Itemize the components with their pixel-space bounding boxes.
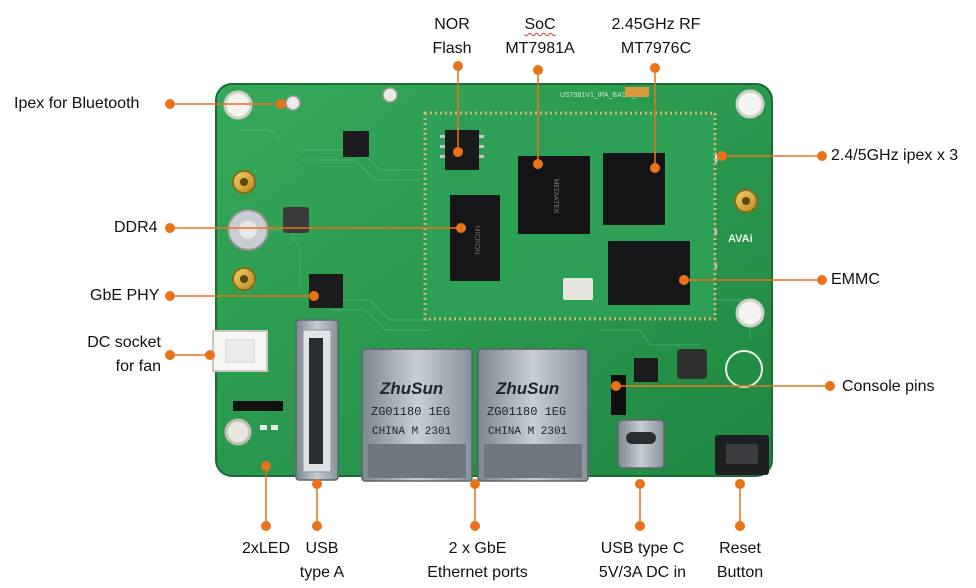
dot-wifi-end [817, 151, 827, 161]
dot-nor [453, 61, 463, 71]
label-ethernet: 2 x GbE Ethernet ports [410, 537, 545, 585]
dot-reset-end [735, 521, 745, 531]
orange-pads [625, 87, 649, 97]
nor-flash-pins [440, 135, 484, 158]
label-eth-line2: Ethernet ports [427, 564, 528, 581]
label-ipex-bt: Ipex for Bluetooth [14, 95, 140, 112]
dot-rf-end [650, 163, 660, 173]
dot-emmc-end [817, 275, 827, 285]
dot-nor-end [453, 147, 463, 157]
label-reset-line2: Button [716, 564, 764, 581]
leds [260, 425, 278, 430]
label-soc-line2: MT7981A [505, 40, 575, 57]
jack-origin-1: CHINA M 2301 [372, 426, 452, 438]
ddr4-marking: MICRON [473, 226, 480, 254]
label-soc: SoC MT7981A [490, 13, 590, 61]
capacitor [227, 209, 269, 251]
label-usb-a: USB type A [277, 537, 367, 585]
label-reset-line1: Reset [719, 540, 761, 557]
jack-model-1: ZG01180 1EG [371, 405, 450, 419]
label-rf-line2: MT7976C [620, 40, 692, 57]
label-gbe-phy: GbE PHY [90, 287, 160, 304]
dot-phy-end [309, 291, 319, 301]
label-ipex-wifi: 2.4/5GHz ipex x 3 [831, 147, 959, 164]
silk-label: US7981V1_IPA_BASE_V1 [560, 92, 644, 99]
dot-eth-end [470, 521, 480, 531]
pcb-traces [240, 129, 751, 346]
soc-marking: MEDIATEK [552, 178, 559, 214]
bt-chip [343, 131, 369, 157]
dot-usba-end [312, 521, 322, 531]
jack-brand-1: ZhuSun [379, 379, 443, 398]
inductor-right [677, 349, 707, 379]
label-ddr4: DDR4 [114, 219, 158, 236]
dot-console-end [825, 381, 835, 391]
label-usb-c: USB type C 5V/3A DC in [585, 537, 700, 585]
jack-origin-2: CHINA M 2301 [488, 426, 568, 438]
dot-usba [312, 479, 322, 489]
usb-a-port [295, 319, 339, 481]
dot-usbc [635, 479, 645, 489]
mounting-holes [223, 89, 765, 446]
label-emmc: EMMC [831, 271, 880, 288]
label-reset: Reset Button [700, 537, 780, 585]
ethernet-port-1 [361, 348, 473, 482]
label-soc-word: SoC [524, 16, 556, 33]
label-dc-socket: DC socket for fan [60, 331, 161, 379]
label-soc-line1: SoC [490, 13, 590, 37]
dot-console [611, 381, 621, 391]
label-eth-line1: 2 x GbE [448, 540, 507, 557]
jack-brand-2: ZhuSun [495, 379, 559, 398]
label-usbc-line2: 5V/3A DC in [598, 564, 687, 581]
label-usbc-line1: USB type C [600, 540, 685, 557]
ddr4-chip [450, 195, 500, 281]
label-nor-line1: NOR [434, 16, 470, 33]
dot-led [261, 461, 271, 471]
dot-ddr-end [456, 223, 466, 233]
som-shield-pad [563, 278, 593, 300]
label-rf-line1: 2.45GHz RF [611, 16, 701, 33]
label-nor-line2: Flash [432, 40, 472, 57]
label-usba-line2: type A [299, 564, 345, 581]
label-console: Console pins [842, 378, 935, 395]
led-header [233, 401, 283, 411]
label-dc-line1: DC socket [87, 334, 161, 351]
dot-ddr [165, 223, 175, 233]
dot-bt-end [276, 99, 286, 109]
inductor-left [283, 207, 309, 233]
gbe-phy-chip [309, 274, 343, 308]
usb-c-port [617, 419, 665, 469]
label-dc-line2: for fan [115, 358, 161, 375]
dot-soc-end [533, 159, 543, 169]
label-usba-line1: USB [305, 540, 339, 557]
dot-rf [650, 63, 660, 73]
brand-logo: AVAi [728, 233, 753, 245]
dot-usbc-end [635, 521, 645, 531]
battery-outline [725, 350, 763, 388]
reset-button [715, 435, 769, 475]
label-nor-flash: NOR Flash [412, 13, 492, 61]
label-rf: 2.45GHz RF MT7976C [596, 13, 716, 61]
dot-fan-end [205, 350, 215, 360]
antenna-pads [232, 170, 758, 291]
dot-eth [470, 479, 480, 489]
dot-wifi [717, 151, 727, 161]
dot-bt [165, 99, 175, 109]
jack-model-2: ZG01180 1EG [487, 405, 566, 419]
console-chip [634, 358, 658, 382]
soc-chip [518, 156, 590, 234]
ethernet-port-2 [477, 348, 589, 482]
label-led: 2xLED [241, 540, 291, 557]
dot-phy [165, 291, 175, 301]
emmc-chip [608, 241, 690, 305]
dot-led-end [261, 521, 271, 531]
dot-emmc [679, 275, 689, 285]
dot-soc [533, 65, 543, 75]
dot-reset [735, 479, 745, 489]
dot-fan [165, 350, 175, 360]
